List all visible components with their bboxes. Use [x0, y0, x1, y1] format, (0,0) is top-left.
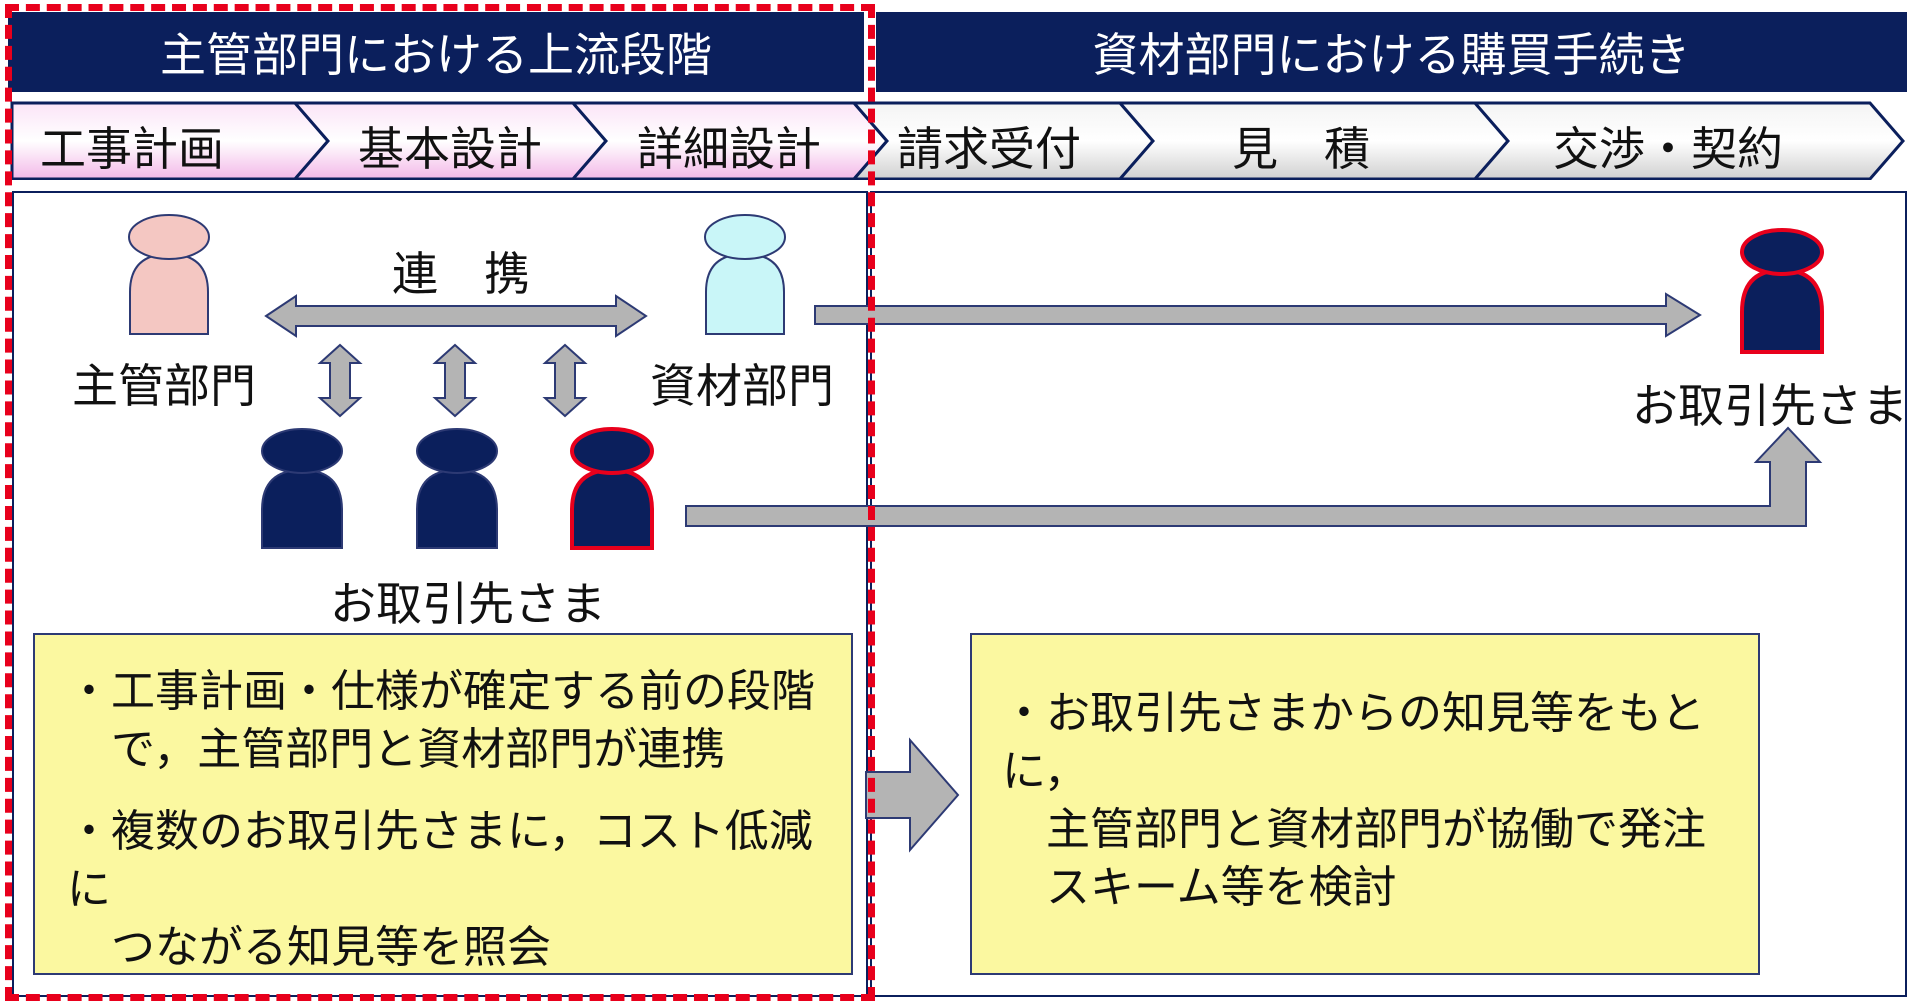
- progress-arrow: [865, 737, 960, 853]
- upstream-note-line-4: つながる知見等を照会: [67, 922, 551, 973]
- person-main-dept: [128, 214, 210, 335]
- upstream-note: ・工事計画・仕様が確定する前の段階 で，主管部門と資材部門が連携 ・複数のお取引…: [33, 633, 853, 975]
- person-partner-right: [1740, 228, 1824, 354]
- step-5-label: 見 積: [1232, 122, 1370, 176]
- step-4-label: 請求受付: [897, 122, 1081, 176]
- step-1-label: 工事計画: [40, 122, 224, 176]
- step-6-shape: [1471, 101, 1905, 180]
- header-upstream: 主管部門における上流段階: [8, 12, 864, 92]
- main-dept-label: 主管部門: [72, 359, 256, 413]
- process-steps: [10, 101, 1905, 180]
- person-partner-2: [416, 428, 498, 549]
- header-procurement-label: 資材部門における購買手続き: [1092, 28, 1691, 82]
- step-2-label: 基本設計: [358, 122, 542, 176]
- person-partner-1: [261, 428, 343, 549]
- materials-dept-label: 資材部門: [650, 359, 834, 413]
- procurement-note-line-3: スキーム等を検討: [1002, 862, 1397, 913]
- collaboration-arrow: [264, 294, 648, 338]
- upstream-note-line-2: で，主管部門と資材部門が連携: [67, 724, 726, 775]
- header-procurement: 資材部門における購買手続き: [876, 12, 1907, 92]
- partner-right-label: お取引先さま: [1632, 379, 1908, 433]
- elbow-arrow-to-partner: [685, 426, 1823, 527]
- upstream-highlight-frame: [5, 4, 875, 1001]
- procurement-note-line-1: ・お取引先さまからの知見等をもとに，: [1002, 688, 1706, 797]
- partners-label: お取引先さま: [330, 577, 606, 631]
- vertical-arrow-3: [542, 343, 588, 418]
- arrow-to-partner: [814, 292, 1702, 338]
- vertical-arrow-2: [432, 343, 478, 418]
- procurement-note: ・お取引先さまからの知見等をもとに， 主管部門と資材部門が協働で発注 スキーム等…: [970, 633, 1760, 975]
- step-6-label: 交渉・契約: [1553, 122, 1783, 176]
- person-partner-selected: [570, 427, 654, 550]
- person-materials-dept: [704, 214, 786, 335]
- upstream-note-line-3: ・複数のお取引先さまに，コスト低減に: [67, 806, 813, 915]
- procurement-note-line-2: 主管部門と資材部門が協働で発注: [1002, 804, 1706, 855]
- collaboration-label: 連 携: [392, 247, 530, 301]
- step-3-label: 詳細設計: [637, 122, 821, 176]
- header-upstream-label: 主管部門における上流段階: [160, 28, 712, 82]
- vertical-arrow-1: [317, 343, 363, 418]
- upstream-note-line-1: ・工事計画・仕様が確定する前の段階: [67, 666, 815, 717]
